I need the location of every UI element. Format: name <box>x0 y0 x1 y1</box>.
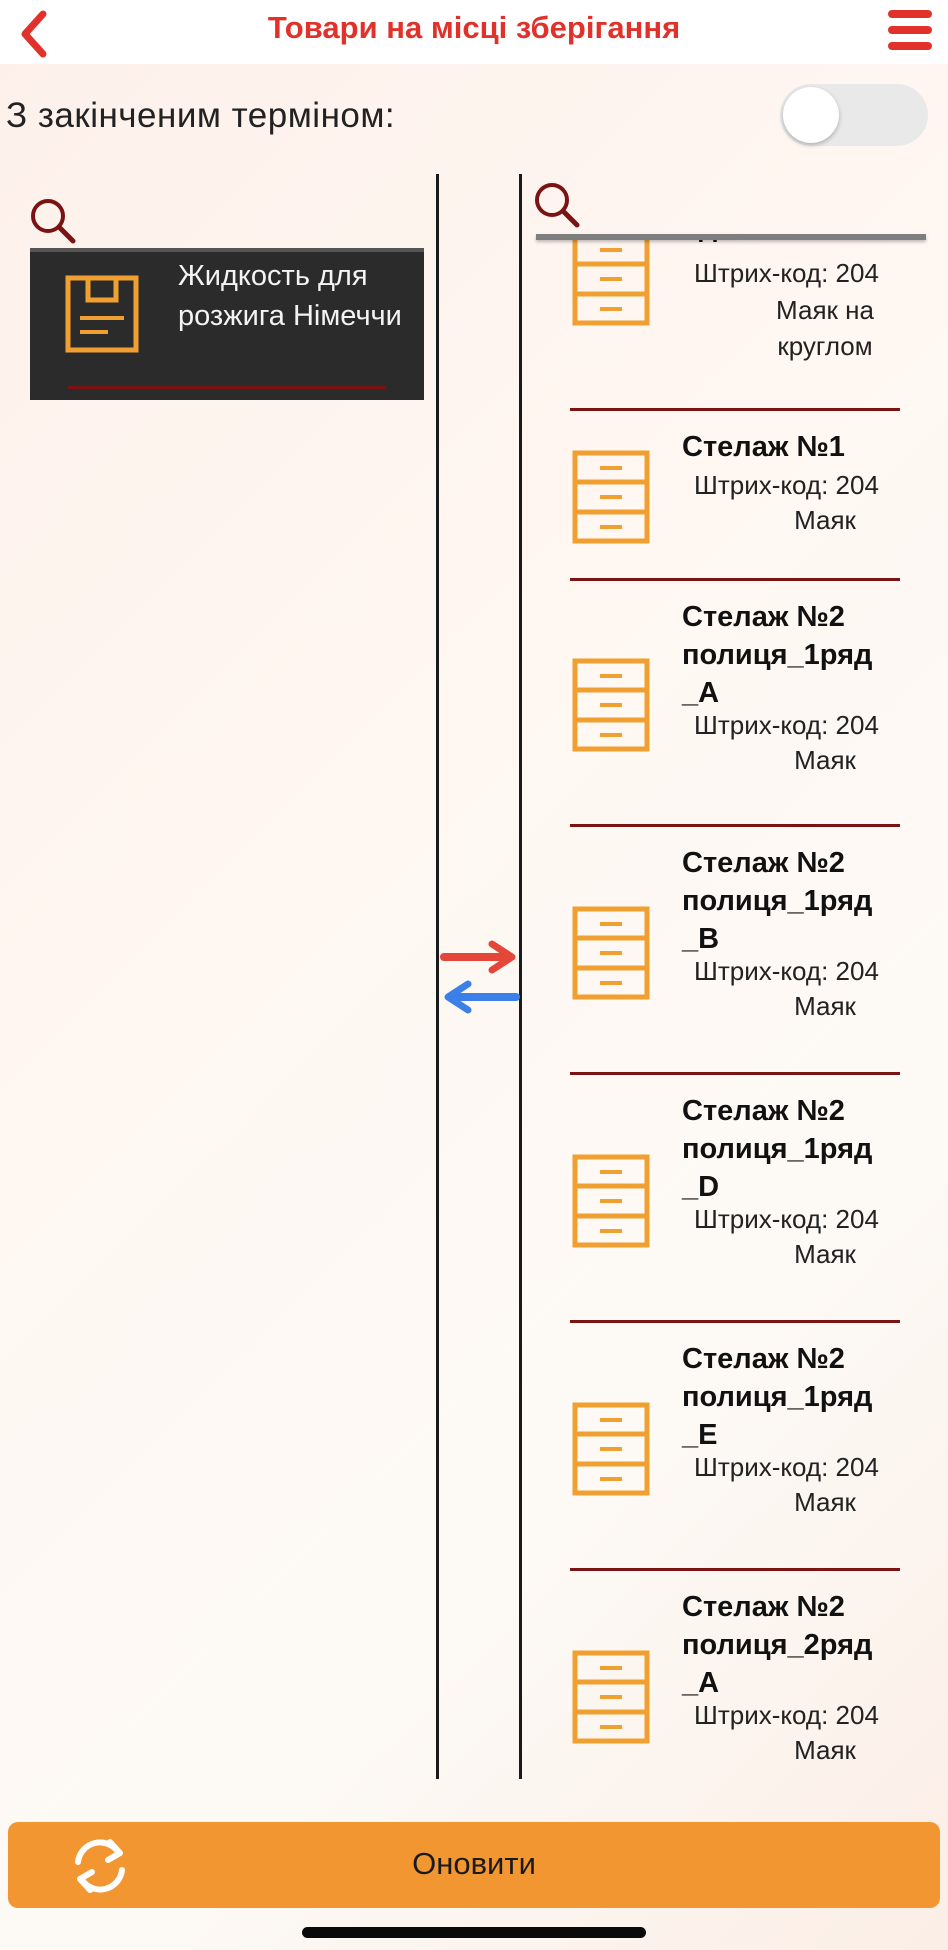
products-search-button[interactable] <box>28 196 78 246</box>
location-name: Стелаж №2 полиця_1ряд _А <box>682 601 873 709</box>
left-divider <box>436 174 439 1779</box>
cabinet-icon <box>572 1154 650 1248</box>
location-separator <box>570 1320 900 1323</box>
cabinet-icon <box>572 1650 650 1744</box>
location-beacon: Маяк <box>794 991 856 1021</box>
locations-search-underline <box>536 234 926 240</box>
cabinet-icon <box>572 906 650 1000</box>
location-barcode: Штрих-код: 204 <box>694 956 879 986</box>
cabinet-icon <box>572 238 650 326</box>
location-item[interactable]: Стелаж №2 полиця_1ряд _D Штрих-код: 204 … <box>570 1072 900 1320</box>
box-icon <box>65 275 139 353</box>
menu-button[interactable] <box>884 10 934 54</box>
hamburger-icon <box>888 10 932 18</box>
location-name: Стелаж №2 полиця_1ряд _D <box>682 1095 873 1203</box>
toggle-knob <box>783 87 839 143</box>
refresh-label: Оновити <box>412 1846 536 1881</box>
location-beacon: Маяк <box>794 745 856 775</box>
arrow-right-icon <box>440 940 516 974</box>
location-separator <box>570 824 900 827</box>
page-title: Товари на місці зберігання <box>267 10 681 45</box>
location-item[interactable]: ядо Штрих-код: 204 Маяк на круглом <box>570 238 900 394</box>
location-barcode: Штрих-код: 204 <box>694 710 879 740</box>
location-item[interactable]: Стелаж №2 полиця_1ряд _E Штрих-код: 204 … <box>570 1320 900 1568</box>
arrow-left-icon <box>444 980 520 1014</box>
location-name: Стелаж №2 полиця_1ряд _B <box>682 847 873 955</box>
product-item[interactable]: Жидкость для розжига Німеччи <box>30 248 424 400</box>
location-item[interactable]: Стелаж №1 Штрих-код: 204 Маяк <box>570 408 900 578</box>
location-name: Стелаж №2 полиця_1ряд _E <box>682 1343 873 1451</box>
location-beacon: Маяк <box>794 1487 856 1517</box>
location-separator <box>570 1072 900 1075</box>
location-name: ядо <box>682 238 912 246</box>
location-item[interactable]: Стелаж №2 полиця_2ряд _А Штрих-код: 204 … <box>570 1568 900 1778</box>
hamburger-icon <box>888 42 932 50</box>
expired-filter-label: З закінченим терміном: <box>6 96 396 135</box>
location-barcode: Штрих-код: 204 <box>694 1700 879 1730</box>
refresh-button[interactable]: Оновити <box>8 1822 940 1908</box>
location-barcode: Штрих-код: 204 <box>694 1452 879 1482</box>
home-indicator[interactable] <box>302 1927 646 1938</box>
product-name: Жидкость для розжига Німеччи <box>178 260 402 332</box>
locations-search-button[interactable] <box>532 180 582 230</box>
cabinet-icon <box>572 450 650 544</box>
product-item-topline <box>30 248 424 252</box>
move-from-location-button[interactable] <box>440 980 520 1014</box>
location-name: Стелаж №2 полиця_2ряд _А <box>682 1591 873 1699</box>
cabinet-icon <box>572 658 650 752</box>
location-item[interactable]: Стелаж №2 полиця_1ряд _B Штрих-код: 204 … <box>570 824 900 1072</box>
location-name: Стелаж №1 <box>682 431 845 463</box>
location-barcode: Штрих-код: 204 <box>694 470 879 500</box>
back-button[interactable] <box>14 8 54 60</box>
cabinet-icon <box>572 1402 650 1496</box>
location-barcode: Штрих-код: 204 <box>694 258 879 288</box>
top-bar: Товари на місці зберігання <box>0 0 948 64</box>
location-item[interactable]: Стелаж №2 полиця_1ряд _А Штрих-код: 204 … <box>570 578 900 824</box>
expired-toggle[interactable] <box>780 84 928 146</box>
location-separator <box>570 408 900 411</box>
search-icon <box>31 199 76 244</box>
location-barcode: Штрих-код: 204 <box>694 1204 879 1234</box>
right-divider <box>519 174 522 1779</box>
product-underline <box>68 386 386 389</box>
location-separator <box>570 578 900 581</box>
location-beacon: Маяк <box>794 1239 856 1269</box>
move-to-location-button[interactable] <box>440 940 520 974</box>
location-beacon: Маяк <box>794 1735 856 1765</box>
location-separator <box>570 1568 900 1571</box>
chevron-left-icon <box>21 10 47 58</box>
locations-list[interactable]: ядо Штрих-код: 204 Маяк на круглом Стела… <box>530 238 948 1778</box>
hamburger-icon <box>888 26 932 34</box>
location-beacon: Маяк <box>794 505 856 535</box>
search-icon <box>535 183 580 228</box>
location-beacon: Маяк на круглом <box>776 295 874 361</box>
refresh-icon <box>75 1839 125 1893</box>
